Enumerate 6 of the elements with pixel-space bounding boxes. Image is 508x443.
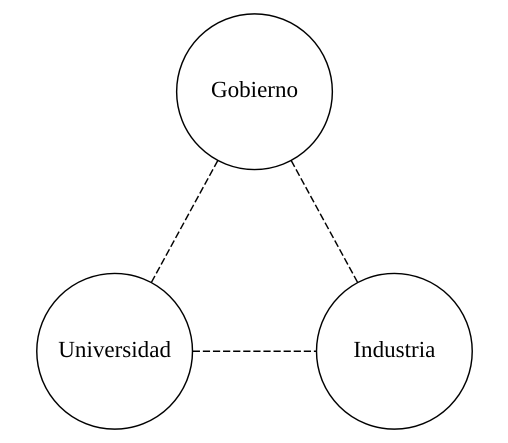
connector xyxy=(192,350,316,352)
node-circle: Industria xyxy=(315,272,472,430)
node-circle: Gobierno xyxy=(175,13,333,170)
node-circle: Universidad xyxy=(36,272,193,430)
connector xyxy=(290,160,358,283)
connector xyxy=(150,160,218,283)
